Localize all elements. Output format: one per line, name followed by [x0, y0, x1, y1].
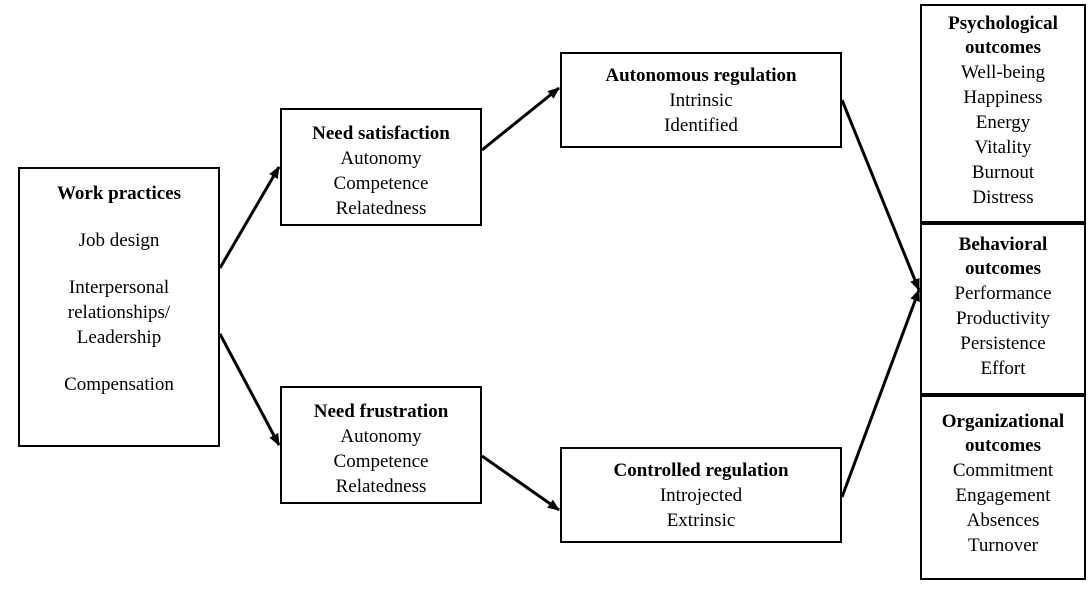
- work-practices-item-interpersonal-line2: relationships/: [67, 302, 171, 323]
- psychological-outcomes-title-line1: Psychological: [948, 13, 1058, 34]
- organizational-outcomes-item: Turnover: [967, 535, 1039, 556]
- psychological-outcomes-title-line2: outcomes: [965, 37, 1041, 58]
- need-frustration-title: Need frustration: [313, 401, 449, 422]
- organizational-outcomes-box: Organizational outcomes Commitment Engag…: [920, 395, 1086, 580]
- need-satisfaction-box: Need satisfaction Autonomy Competence Re…: [280, 108, 482, 226]
- work-practices-item-interpersonal-line3: Leadership: [76, 327, 162, 348]
- behavioral-outcomes-item: Persistence: [960, 333, 1046, 354]
- psychological-outcomes-item: Vitality: [974, 137, 1032, 158]
- organizational-outcomes-item: Commitment: [952, 460, 1054, 481]
- psychological-outcomes-item: Happiness: [963, 87, 1043, 108]
- autonomous-regulation-item: Identified: [664, 115, 738, 136]
- controlled-regulation-item: Introjected: [659, 485, 743, 506]
- controlled-regulation-item: Extrinsic: [666, 510, 736, 531]
- controlled-regulation-box: Controlled regulation Introjected Extrin…: [560, 447, 842, 543]
- work-practices-item-interpersonal: Interpersonal relationships/ Leadership: [20, 275, 218, 350]
- behavioral-outcomes-item: Performance: [954, 283, 1052, 304]
- behavioral-outcomes-item: Productivity: [956, 308, 1050, 329]
- need-frustration-item: Competence: [333, 451, 429, 472]
- autonomous-regulation-box: Autonomous regulation Intrinsic Identifi…: [560, 52, 842, 148]
- work-practices-item-interpersonal-line1: Interpersonal: [68, 277, 170, 298]
- autonomous-regulation-item: Intrinsic: [669, 90, 733, 111]
- psychological-outcomes-item: Energy: [975, 112, 1031, 133]
- need-satisfaction-title: Need satisfaction: [312, 123, 450, 144]
- work-practices-box: Work practices Job design Interpersonal …: [18, 167, 220, 447]
- organizational-outcomes-title-line1: Organizational: [941, 411, 1065, 432]
- arrow-frustration-to-controlled: [481, 454, 560, 512]
- need-frustration-item: Autonomy: [340, 426, 422, 447]
- work-practices-item-job-design: Job design: [78, 230, 160, 251]
- controlled-regulation-title: Controlled regulation: [613, 460, 789, 481]
- psychological-outcomes-box: Psychological outcomes Well-being Happin…: [920, 4, 1086, 223]
- behavioral-outcomes-title-line1: Behavioral: [958, 234, 1048, 255]
- need-frustration-item: Relatedness: [335, 476, 427, 497]
- work-practices-title: Work practices: [56, 183, 181, 204]
- need-satisfaction-item: Competence: [333, 173, 429, 194]
- psychological-outcomes-item: Burnout: [971, 162, 1035, 183]
- psychological-outcomes-item: Distress: [972, 187, 1034, 208]
- behavioral-outcomes-box: Behavioral outcomes Performance Producti…: [920, 223, 1086, 395]
- arrow-controlled-to-outcomes: [840, 289, 921, 498]
- need-satisfaction-item: Relatedness: [335, 198, 427, 219]
- organizational-outcomes-title-line2: outcomes: [965, 435, 1041, 456]
- need-frustration-box: Need frustration Autonomy Competence Rel…: [280, 386, 482, 504]
- arrow-work-to-frustration: [218, 333, 281, 446]
- arrow-work-to-satisfaction: [218, 166, 281, 269]
- arrow-satisfaction-to-autonomous: [481, 86, 560, 152]
- work-practices-item-compensation: Compensation: [64, 374, 174, 395]
- need-satisfaction-item: Autonomy: [340, 148, 422, 169]
- behavioral-outcomes-item: Effort: [980, 358, 1026, 379]
- psychological-outcomes-item: Well-being: [961, 62, 1045, 83]
- autonomous-regulation-title: Autonomous regulation: [605, 65, 797, 86]
- behavioral-outcomes-title-line2: outcomes: [965, 258, 1041, 279]
- organizational-outcomes-item: Engagement: [955, 485, 1051, 506]
- arrow-autonomous-to-outcomes: [840, 99, 921, 291]
- organizational-outcomes-item: Absences: [966, 510, 1040, 531]
